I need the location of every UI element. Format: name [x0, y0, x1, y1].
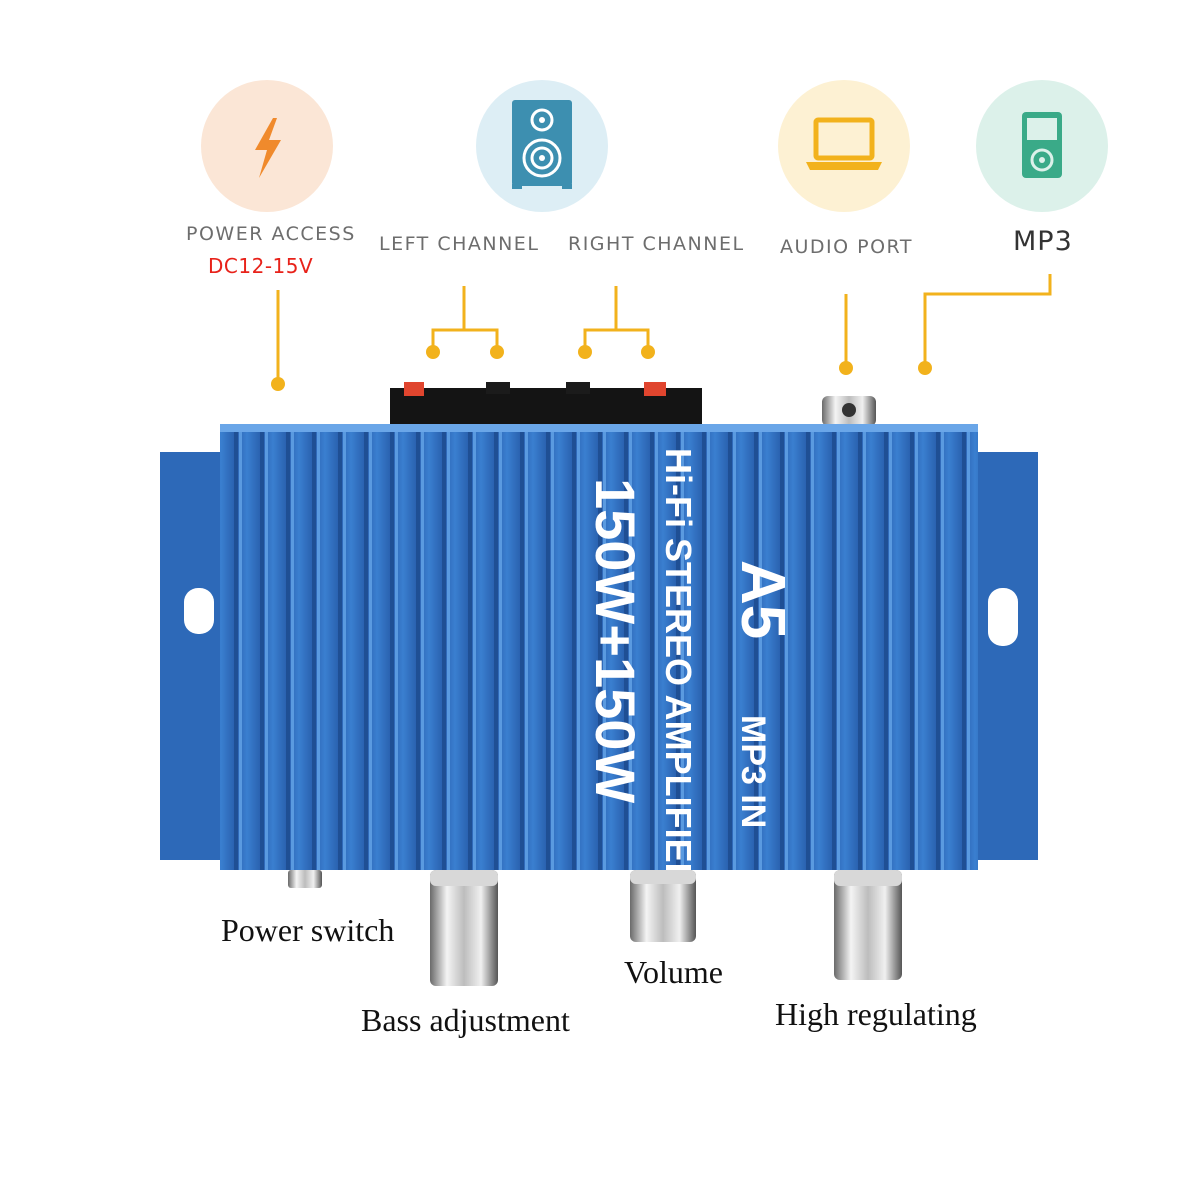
audio-port-label: AUDIO PORT [780, 236, 913, 258]
left-mounting-flange [160, 452, 222, 860]
right-channel-label: RIGHT CHANNEL [568, 233, 745, 255]
audio-jack [822, 396, 876, 426]
high-regulating-label: High regulating [775, 996, 977, 1032]
power-switch[interactable] [288, 870, 322, 888]
connector-dots [271, 345, 932, 391]
volume-label: Volume [624, 954, 723, 990]
laptop-icon [806, 117, 882, 170]
bass-knob[interactable] [430, 870, 498, 986]
mp3-player-icon [1022, 112, 1062, 178]
amplifier-body [220, 424, 978, 870]
speaker-icon-circle [476, 80, 608, 212]
power-access-label: POWER ACCESS [186, 223, 356, 245]
description-text: Hi-Fi STEREO AMPLIFIER [658, 448, 699, 889]
speaker-icon [512, 100, 572, 189]
volume-knob[interactable] [630, 870, 696, 942]
bass-adjustment-label: Bass adjustment [361, 1002, 570, 1038]
right-mounting-flange [978, 452, 1038, 860]
connector-lines [276, 274, 1052, 384]
treble-knob[interactable] [834, 870, 902, 980]
mp3-label: MP3 [1013, 226, 1073, 257]
power-icon-circle [201, 80, 333, 212]
left-channel-label: LEFT CHANNEL [379, 233, 540, 255]
lightning-icon [255, 118, 281, 178]
mp3-icon-circle [976, 80, 1108, 212]
power-rating-text: 150W+150W [584, 478, 647, 803]
power-switch-label: Power switch [221, 912, 395, 948]
laptop-icon-circle [778, 80, 910, 212]
speaker-terminals [390, 382, 702, 430]
model-text: A5 [728, 560, 797, 639]
power-voltage-label: DC12-15V [208, 254, 314, 278]
input-text: MP3 IN [734, 715, 772, 828]
